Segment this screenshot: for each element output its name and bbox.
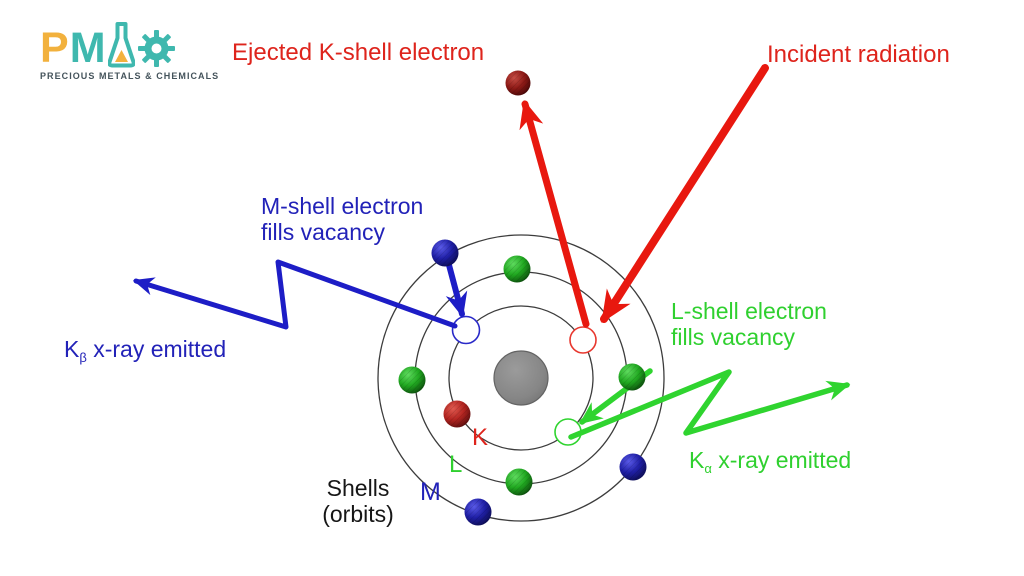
kalpha-k: K	[689, 447, 705, 473]
m-shell-fills-line2: fills vacancy	[261, 219, 385, 245]
electron-green	[503, 255, 531, 283]
m-shell-letter: M	[420, 478, 441, 506]
ejected-electron-arrow	[519, 99, 590, 328]
electron-blue	[431, 239, 459, 267]
shells-orbits-label: Shells (orbits)	[303, 475, 413, 527]
kbeta-k: K	[64, 336, 80, 362]
m-shell-electrons	[431, 239, 647, 526]
l-shell-letter: L	[449, 451, 463, 478]
kbeta-xray-label: Kβ x-ray emitted	[64, 336, 226, 366]
electron-blue	[464, 498, 492, 526]
gear-icon	[137, 30, 175, 67]
nucleus	[493, 350, 549, 406]
l-shell-fills-label: L-shell electron fills vacancy	[671, 298, 827, 350]
k-shell-circle	[448, 305, 594, 451]
m-shell-circle	[377, 234, 665, 522]
kbeta-rest: x-ray emitted	[86, 336, 227, 362]
l-shell-fills-line1: L-shell electron	[671, 298, 827, 324]
incident-radiation-label: Incident radiation	[767, 41, 950, 68]
k-shell-letter: K	[472, 424, 489, 451]
electron-green	[398, 366, 426, 394]
pmac-logo: P M PRECIOUS METALS &	[40, 22, 219, 81]
kalpha-rest: x-ray emitted	[711, 447, 852, 473]
kalpha-xray-zigzag-arrow	[568, 369, 851, 440]
incident-radiation-arrow	[600, 64, 769, 324]
l-shell-electrons	[398, 255, 646, 496]
logo-letter-m: M	[69, 24, 106, 72]
flask-icon	[107, 22, 135, 68]
m-to-k-transition-arrow	[445, 262, 468, 318]
electron-green	[505, 468, 533, 496]
m-shell-fills-label: M-shell electron fills vacancy	[261, 193, 423, 245]
kbeta-subscript: β	[79, 350, 87, 365]
logo-letter-p: P	[40, 24, 69, 72]
electron-green	[618, 363, 646, 391]
k-vacancy-red-circle	[569, 326, 597, 354]
kbeta-xray-wavy-arrow	[132, 259, 458, 330]
kalpha-subscript: α	[704, 461, 712, 476]
kalpha-xray-label: Kα x-ray emitted	[689, 447, 851, 477]
shells-line1: Shells	[326, 475, 390, 501]
l-shell-fills-line2: fills vacancy	[671, 324, 795, 350]
pmac-logo-letters: P M	[40, 22, 219, 72]
electron-red-k-shell	[443, 400, 471, 428]
ejected-electron-label: Ejected K-shell electron	[232, 39, 485, 66]
k-vacancy-blue-circle	[451, 315, 481, 345]
logo-tagline: PRECIOUS METALS & CHEMICALS	[40, 71, 220, 81]
m-shell-fills-line1: M-shell electron	[261, 193, 424, 219]
ejected-electron	[505, 70, 531, 96]
electron-blue	[619, 453, 647, 481]
shells-line2: (orbits)	[322, 501, 394, 527]
